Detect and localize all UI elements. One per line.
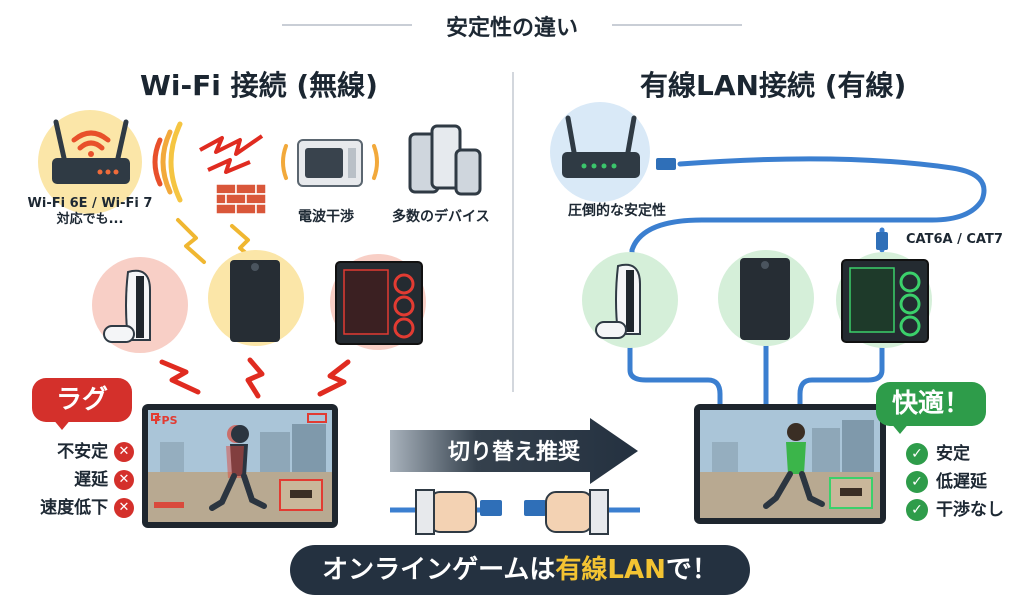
x-icon: ✕ bbox=[114, 442, 134, 462]
microwave-icon bbox=[281, 139, 379, 187]
gaming-pc-icon bbox=[836, 252, 932, 348]
wifi-section-title: Wi-Fi 接続 (無線) bbox=[140, 69, 378, 102]
monitor-icon bbox=[142, 404, 338, 528]
lightning-icon bbox=[199, 134, 264, 174]
status-text: 速度低下 bbox=[40, 498, 109, 518]
wifi-illustration bbox=[38, 110, 482, 399]
lag-badge: ラグ bbox=[32, 378, 132, 422]
lag-badge-tail bbox=[52, 418, 72, 430]
status-item: 速度低下 ✕ bbox=[14, 494, 134, 522]
playstation-icon bbox=[92, 257, 188, 353]
check-icon: ✓ bbox=[906, 499, 928, 521]
cable-plug-router bbox=[656, 158, 676, 170]
title-row: 安定性の違い bbox=[0, 6, 1024, 41]
status-text: 遅延 bbox=[74, 470, 109, 490]
cable-icon bbox=[390, 489, 640, 535]
lag-lightning bbox=[159, 357, 351, 399]
cable-plug-pc bbox=[876, 232, 888, 250]
x-icon: ✕ bbox=[114, 498, 134, 518]
status-text: 干渉なし bbox=[936, 500, 1004, 520]
wired-illustration bbox=[550, 102, 987, 409]
footer-highlight: 有線LAN bbox=[555, 555, 666, 585]
switch-recommend-label: 切り替え推奨 bbox=[448, 440, 581, 465]
router-caption-line2: 対応でも... bbox=[56, 212, 124, 227]
check-icon: ✓ bbox=[906, 443, 928, 465]
status-item: 不安定 ✕ bbox=[14, 438, 134, 466]
router-icon bbox=[550, 102, 650, 202]
wired-section-title: 有線LAN接続 (有線) bbox=[640, 69, 907, 102]
interference-label: 電波干渉 bbox=[298, 209, 354, 225]
status-item: 遅延 ✕ bbox=[14, 466, 134, 494]
runner-glitch bbox=[209, 425, 267, 511]
footer-prefix: オンラインゲームは bbox=[322, 555, 556, 585]
footer-suffix: で！ bbox=[665, 555, 718, 585]
check-icon: ✓ bbox=[906, 471, 928, 493]
brick-wall-icon bbox=[215, 183, 267, 215]
footer-banner: オンラインゲームは有線LANで！ bbox=[290, 545, 750, 595]
smartphone-icon bbox=[408, 124, 482, 196]
x-icon: ✕ bbox=[114, 470, 134, 490]
router-icon bbox=[38, 110, 142, 214]
comfort-badge-tail bbox=[890, 422, 910, 434]
runner bbox=[763, 423, 825, 509]
router-caption-line1: Wi-Fi 6E / Wi-Fi 7 bbox=[27, 196, 153, 211]
status-text: 低遅延 bbox=[936, 472, 987, 492]
monitor-icon bbox=[694, 404, 886, 524]
status-text: 安定 bbox=[936, 444, 970, 464]
playstation-icon bbox=[582, 252, 678, 348]
arrow-right-icon bbox=[390, 418, 638, 484]
status-item: ✓ 干渉なし bbox=[906, 496, 1024, 524]
xbox-icon bbox=[208, 250, 304, 346]
status-item: ✓ 低遅延 bbox=[906, 468, 1024, 496]
title-line-left bbox=[282, 24, 412, 26]
center-divider bbox=[512, 72, 514, 392]
devices-label: 多数のデバイス bbox=[392, 209, 490, 225]
radio-waves bbox=[152, 121, 183, 203]
gaming-pc-icon bbox=[330, 254, 426, 350]
wifi-signal-icon bbox=[71, 130, 111, 157]
wired-router-caption: 圧倒的な安定性 bbox=[568, 203, 666, 219]
xbox-icon bbox=[718, 250, 814, 346]
router-caption: Wi-Fi 6E / Wi-Fi 7 対応でも... bbox=[20, 196, 160, 228]
comfort-badge: 快適！ bbox=[876, 382, 986, 426]
cable-icon bbox=[627, 156, 987, 409]
status-text: 不安定 bbox=[57, 442, 109, 462]
title-line-right bbox=[612, 24, 742, 26]
status-item: ✓ 安定 bbox=[906, 440, 1024, 468]
page-title: 安定性の違い bbox=[445, 16, 578, 41]
cable-type-label: CAT6A / CAT7 bbox=[906, 232, 1003, 247]
wired-status-list: ✓ 安定 ✓ 低遅延 ✓ 干渉なし bbox=[906, 440, 1024, 524]
fps-label: FPS bbox=[154, 414, 178, 427]
wifi-status-list: 不安定 ✕ 遅延 ✕ 速度低下 ✕ bbox=[14, 438, 134, 522]
